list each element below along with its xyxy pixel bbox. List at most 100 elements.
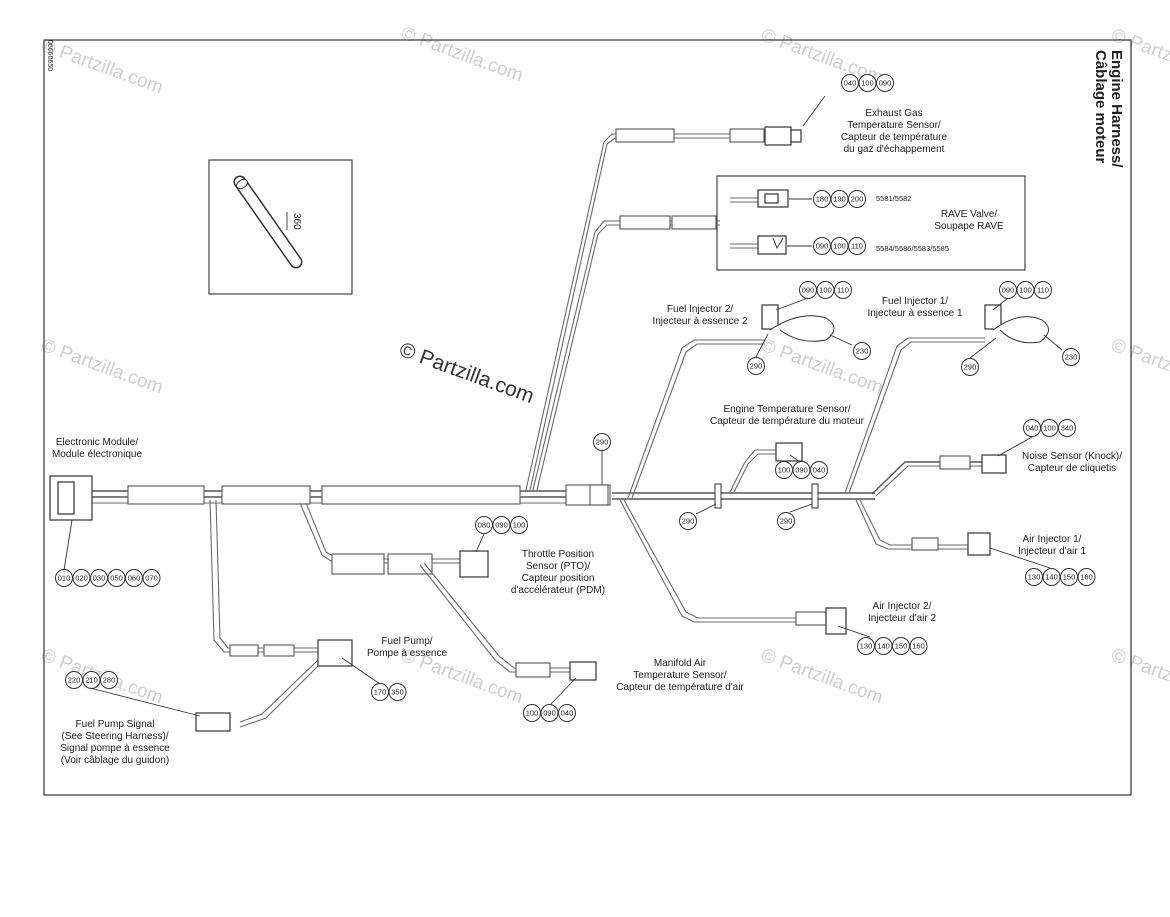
callout-manifold-leader [549,677,577,706]
callout-inj1-2-number: 110 [1037,286,1049,295]
module-label-1: Electronic Module/ [56,437,138,448]
callout-fpsignal-leader [89,687,201,717]
callout-module-5-bubble [142,569,161,587]
manifold-label-2: Temperature Sensor/ [633,670,727,681]
callout-fuelpump-1-number: 350 [391,688,404,697]
callout-exhaust-2-bubble [876,74,894,92]
callout-tie_left-number: 290 [682,517,695,526]
center-watermark: © Partzilla.com [396,338,537,408]
callout-fpsignal-0-number: 220 [68,676,81,685]
callout-inj1-leader [992,297,1009,311]
callout-manifold-2-number: 040 [561,709,574,718]
callout-airinj1-2-number: 150 [1063,573,1076,582]
knock-label-1: Noise Sensor (Knock)/ [1022,451,1122,462]
callout-fpsignal-2-number: 280 [103,676,116,685]
airinj2-label-2: Injecteur d'air 2 [868,613,936,624]
injector2-connector [761,304,779,330]
callout-manifold-2-bubble [558,704,576,722]
callout-engtemp-2-bubble [810,461,828,479]
airinj1-label-2: Injecteur d'air 1 [1018,546,1086,557]
svg-text:© Partzilla.com: © Partzilla.com [38,35,165,99]
callout-manifold-0-number: 100 [526,709,539,718]
engtemp-label-2: Capteur de température du moteur [710,416,865,427]
callout-engtemp-0-number: 100 [778,466,791,475]
rave-connector-bottom [757,235,787,255]
callout-inj1_hose-bubble [1062,348,1080,366]
callout-module-3-number: 050 [110,574,123,583]
callout-rave_top-0-number: 180 [816,195,829,204]
callout-inj2_clip-bubble [747,357,765,375]
callout-inj1_hose-leader [1043,334,1063,351]
title-line2: Câblage moteur [1092,50,1109,164]
callout-fpsignal-1-number: 210 [85,676,98,685]
callout-inj2_clip-number: 290 [750,362,763,371]
svg-text:© Partzilla.com: © Partzilla.com [1108,645,1170,709]
engine-temp-connector [775,442,803,462]
callout-tie_right-bubble [777,512,795,530]
callout-airinj1-3-bubble [1077,568,1096,586]
callout-airinj2-0-number: 130 [860,642,873,651]
callout-inj2_clip-leader [755,333,769,358]
callout-tie_center-number: 290 [596,438,609,447]
callout-inj1-1-number: 100 [1019,286,1032,295]
callout-inj2_hose-leader [829,334,853,346]
callout-inj2-1-number: 100 [819,286,832,295]
tps-label-2: Sensor (PTO)/ [526,561,590,572]
engtemp-label-1: Engine Temperature Sensor/ [723,404,850,415]
callout-inj1_hose-number: 230 [1065,353,1078,362]
callout-fuelpump-0-number: 170 [374,688,387,697]
callout-rave_bottom-0-number: 090 [816,242,829,251]
callout-fpsignal-2-bubble [100,671,118,689]
manifold-label-1: Manifold Air [654,658,707,669]
callout-tps-2-number: 100 [513,521,526,530]
component-labels: Exhaust Gas Temperature Sensor/ Capteur … [52,108,1122,766]
rave-valve-box: 5581/5582 5584/5586/5583/5585 RAVE Valve… [716,175,1026,271]
callout-tps-1-number: 090 [495,521,508,530]
callout-rave_top-1-number: 190 [833,195,846,204]
callout-inj2-2-number: 110 [837,286,849,295]
callout-knock-0-number: 040 [1026,424,1039,433]
manifold-label-3: Capteur de température d'air [616,682,744,693]
callout-exhaust-0-number: 040 [844,79,857,88]
title-line1: Engine Harness/ [1108,50,1125,168]
exhaust-sensor-connector [764,126,792,146]
callout-tie_left-leader [695,503,717,515]
callout-knock-2-number: 340 [1061,424,1074,433]
callout-airinj2-2-number: 150 [895,642,908,651]
callout-module-1-number: 020 [75,574,88,583]
callout-tps-2-bubble [510,516,528,534]
callout-inj1-2-bubble [1034,281,1052,299]
watermark-layer: © Partzilla.com © Partzilla.com © Partzi… [38,23,1170,709]
callout-inj1_clip-number: 290 [964,363,977,372]
rave-label-1: RAVE Valve/ [941,209,998,220]
diagram-title: Engine Harness/ Câblage moteur [1092,50,1125,168]
callout-knock-1-number: 100 [1043,424,1056,433]
rave-label-2: Soupape RAVE [934,221,1004,232]
tie-left [714,483,722,509]
rave-variant-top: 5581/5582 [876,194,911,203]
callout-module-2-number: 030 [93,574,106,583]
callout-rave_bottom-1-number: 100 [833,242,846,251]
manifold-sensor-connector [569,661,597,681]
callout-module-0-number: 010 [58,574,71,583]
doc-code: 06660650 [46,40,53,71]
callout-tps-leader [475,533,485,553]
fuel-pump-connector [317,639,353,667]
callout-inj2_hose-number: 230 [856,347,869,356]
callout-tie_right-leader [789,503,813,513]
tie-right [811,483,819,509]
tps-label-4: d'accélérateur (PDM) [511,585,605,596]
callout-tps-0-number: 080 [478,521,491,530]
fpsignal-label-2: (See Steering Harness)/ [61,731,168,742]
callout-inj1-0-number: 090 [1002,286,1015,295]
connectors [49,126,1049,732]
callout-exhaust-2-number: 090 [879,79,892,88]
rave-variant-bottom: 5584/5586/5583/5585 [876,244,949,253]
callout-manifold-1-number: 090 [543,709,556,718]
callout-leaders [63,95,1063,717]
svg-text:© Partzilla.com: © Partzilla.com [1108,335,1170,399]
tps-label-1: Throttle Position [522,549,594,560]
